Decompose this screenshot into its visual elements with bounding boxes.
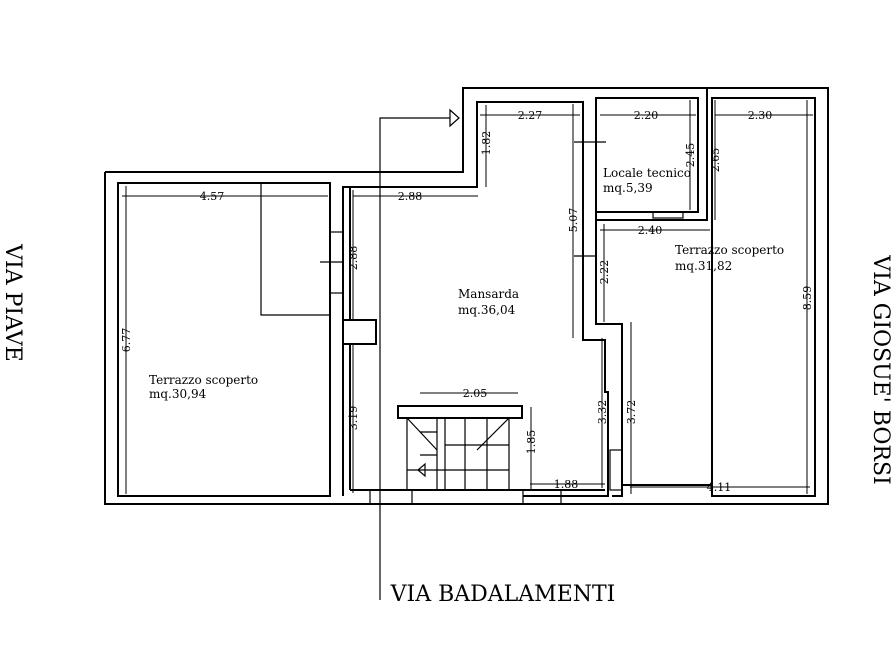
outer-wall — [104, 87, 829, 505]
section-line — [379, 117, 450, 600]
niche — [343, 319, 377, 345]
dim-corridor-height: 1.82 — [480, 131, 493, 156]
dim-locale-height: 2.45 — [684, 143, 697, 168]
staircase — [397, 405, 523, 491]
dim-step-height: 2.22 — [598, 260, 611, 285]
street-bottom: VIA BADALAMENTI — [390, 582, 616, 607]
locale-tecnico-wall — [595, 97, 699, 213]
room-left-terrace-name: Terrazzo scoperto — [149, 373, 258, 387]
room-left-terrace-area: mq.30,94 — [149, 387, 207, 401]
stair-step-wall — [595, 220, 623, 497]
room-locale-area: mq.5,39 — [603, 181, 653, 195]
room-mansarda-name: Mansarda — [458, 287, 519, 301]
dim-step-width: 2.40 — [638, 224, 663, 237]
left-terrace-wall — [117, 182, 331, 497]
dimension-lines — [122, 100, 813, 494]
dim-mansarda-lower-right: 3.32 — [596, 400, 609, 425]
dim-left-terrace-height: 6.77 — [120, 328, 133, 353]
dim-right-terrace-height: 8.59 — [801, 286, 814, 311]
dim-locale-outer-height: 2.65 — [709, 148, 722, 173]
room-mansarda-area: mq.36,04 — [458, 303, 516, 317]
dim-stair-height: 1.85 — [525, 430, 538, 455]
dim-mansarda-left-upper: 2.88 — [347, 246, 360, 271]
room-right-terrace-name: Terrazzo scoperto — [675, 243, 784, 257]
dim-stair-width: 2.05 — [463, 387, 488, 400]
bottom-window — [522, 489, 562, 505]
room-locale-name: Locale tecnico — [603, 166, 691, 180]
right-terrace-wall — [711, 97, 816, 497]
street-left: VIA PIAVE — [0, 243, 25, 362]
left-terrace-line — [260, 183, 330, 316]
right-window — [609, 449, 623, 491]
section-arrow-icon — [449, 108, 460, 128]
locale-door — [652, 211, 684, 219]
dim-mansarda-left-lower: 3.19 — [347, 406, 360, 431]
dim-right-terrace-top-width: 2.30 — [748, 109, 773, 122]
dim-right-terrace-bottom-width: 4.11 — [707, 481, 732, 494]
dim-mansarda-bottom-width: 1.88 — [554, 478, 579, 491]
dim-right-terrace-lower: 3.72 — [625, 400, 638, 425]
dim-mansarda-top-width: 2.88 — [398, 190, 423, 203]
street-right: VIA GIOSUE' BORSI — [868, 254, 893, 484]
dim-locale-width: 2.20 — [634, 109, 659, 122]
dim-left-terrace-width: 4.57 — [200, 190, 225, 203]
mansarda-wall — [342, 101, 609, 497]
entry-door — [369, 489, 413, 505]
dim-corridor-width: 2.27 — [518, 109, 543, 122]
dim-mansarda-right-height: 5.07 — [567, 208, 580, 233]
room-right-terrace-area: mq.31,82 — [675, 259, 732, 273]
